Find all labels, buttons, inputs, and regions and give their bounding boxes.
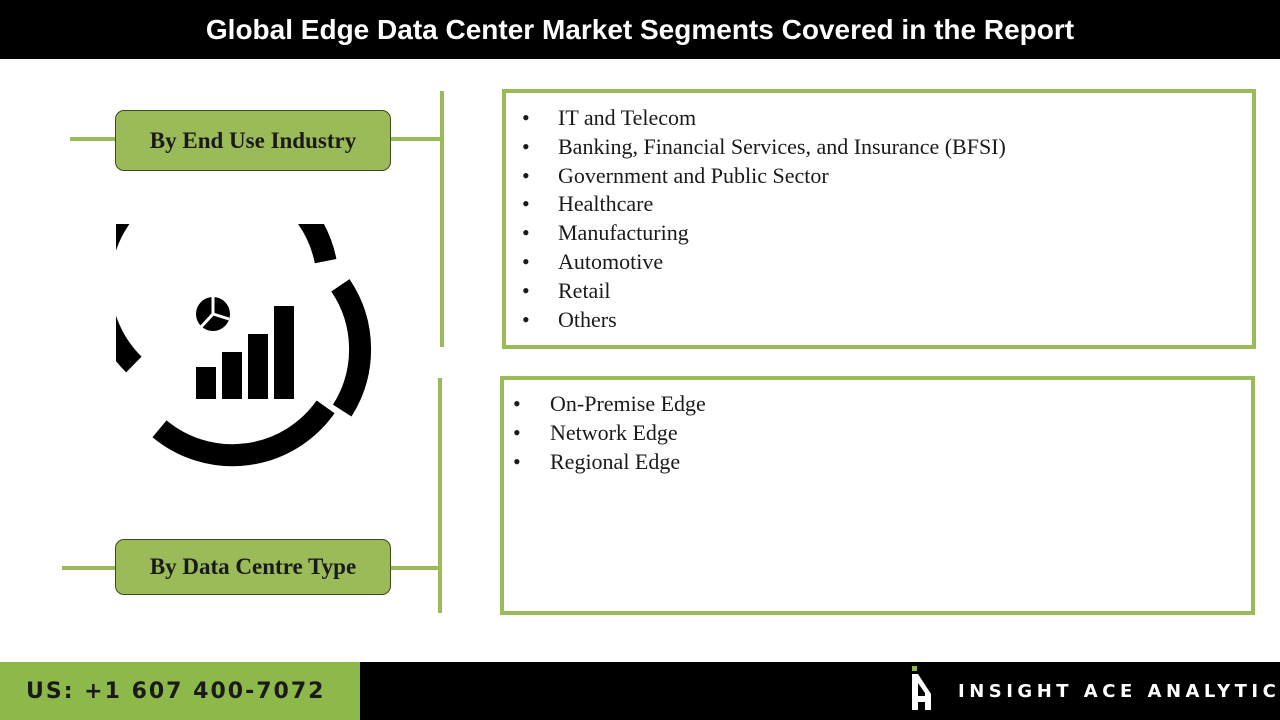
segment-label-end-use-industry: By End Use Industry (115, 110, 391, 171)
connector-line-bottom-right (390, 566, 440, 570)
connector-line-bottom-left (62, 566, 116, 570)
segment-label-text: By End Use Industry (149, 127, 357, 153)
phone-number: US: +1 607 400-7072 (26, 678, 326, 704)
page-title: Global Edge Data Center Market Segments … (205, 13, 1075, 45)
analytics-chart-icon (116, 224, 372, 467)
divider-line-top (440, 91, 444, 347)
brand-name: INSIGHT ACE ANALYTIC (958, 681, 1280, 702)
segment-items-box-data-centre-type: •On-Premise Edge •Network Edge •Regional… (500, 376, 1255, 615)
footer-brand-bar (360, 662, 1280, 720)
footer-contact: US: +1 607 400-7072 (0, 662, 360, 720)
divider-line-bottom (438, 378, 442, 613)
segment-label-data-centre-type: By Data Centre Type (115, 539, 391, 595)
segment-items-box-end-use-industry: •IT and Telecom •Banking, Financial Serv… (502, 89, 1256, 349)
connector-line-top-left (70, 137, 116, 141)
segment-label-text: By Data Centre Type (149, 554, 357, 579)
insight-ace-logo-icon (912, 666, 931, 710)
page-header: Global Edge Data Center Market Segments … (0, 0, 1280, 59)
connector-line-top-right (390, 137, 442, 141)
